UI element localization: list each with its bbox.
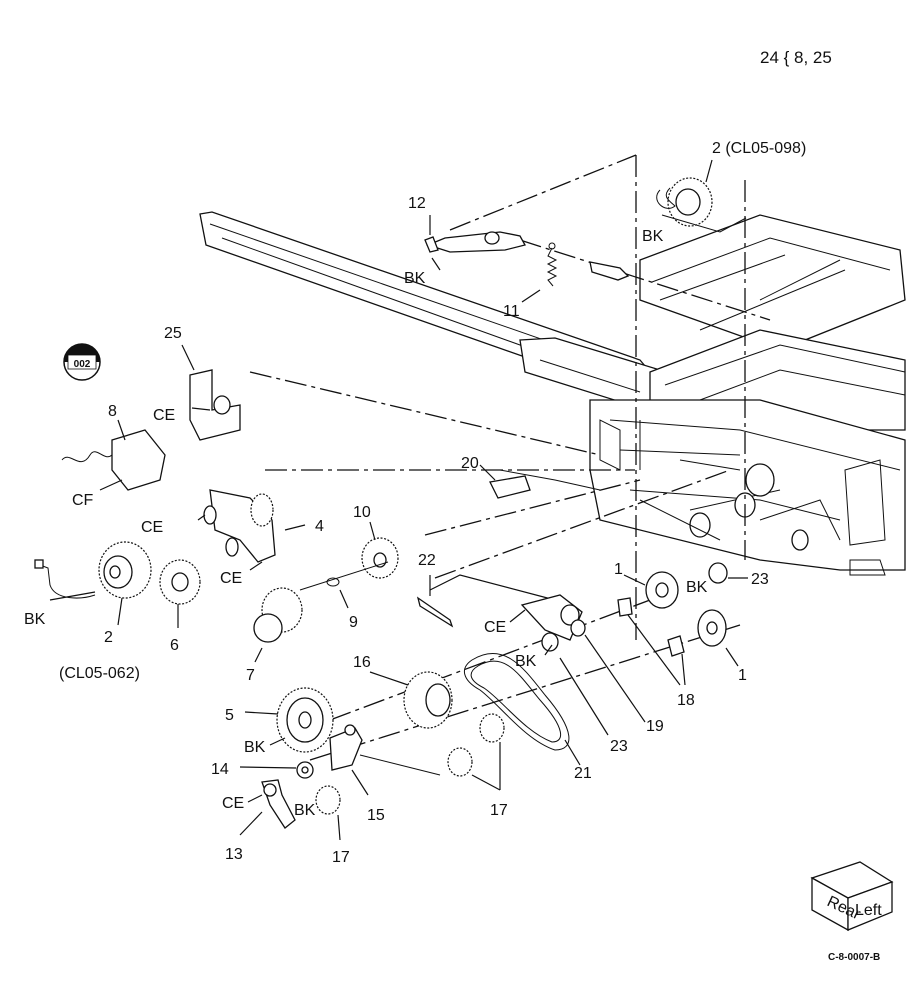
callout-9: 9 [349, 614, 358, 631]
callout-2-upper: 2 (CL05-098) [712, 140, 806, 157]
part-17-gears [315, 713, 505, 841]
callout-bk-12: BK [404, 270, 426, 287]
callout-25: 25 [164, 325, 182, 342]
part-23-bushing [541, 562, 748, 736]
part-14-washer [239, 761, 314, 779]
callout-23-lower: 23 [610, 738, 628, 755]
page-reference: 24 { 8, 25 [760, 48, 832, 67]
assembly-lines [249, 154, 771, 761]
part-11-spring [521, 242, 630, 303]
callout-ce-13: CE [222, 795, 244, 812]
part-12-lever [424, 215, 526, 271]
part-5-gear [244, 687, 334, 753]
part-18-clips [617, 597, 686, 686]
callout-bk-2-lower: BK [24, 611, 46, 628]
part-9-shaft [299, 561, 389, 609]
part-2-clutch-upper [656, 159, 747, 233]
callout-bk-23-lower: BK [515, 653, 537, 670]
part-15-arm [329, 724, 369, 796]
part-4-bracket [197, 489, 306, 571]
callout-labels: 2 (CL05-098) 12 BK 11 BK 25 CE 8 CF 20 C… [24, 140, 806, 866]
callout-ce-19: CE [484, 619, 506, 636]
callout-13: 13 [225, 846, 243, 863]
callout-bk-23: BK [686, 579, 708, 596]
callout-ce-25: CE [153, 407, 175, 424]
callout-5: 5 [225, 707, 234, 724]
tray-frame [199, 211, 906, 576]
part-1-rollers [623, 571, 739, 667]
part-16-gear [369, 671, 453, 729]
callout-4: 4 [315, 518, 324, 535]
callout-19: 19 [646, 718, 664, 735]
callout-22: 22 [418, 552, 436, 569]
callout-bk-5: BK [244, 739, 266, 756]
callout-1-upper: 1 [614, 561, 623, 578]
part-13-lever [239, 779, 296, 836]
callout-6: 6 [170, 637, 179, 654]
figure-code: C-8-0007-B [828, 952, 880, 963]
part-21-belt [464, 653, 581, 766]
cube-face-left: Left [855, 902, 882, 919]
callout-ce-4-upper: CE [141, 519, 163, 536]
part-25-bracket [181, 344, 241, 441]
callout-20: 20 [461, 455, 479, 472]
callout-21: 21 [574, 765, 592, 782]
callout-15: 15 [367, 807, 385, 824]
callout-17-upper: 17 [490, 802, 508, 819]
callout-7: 7 [246, 667, 255, 684]
orientation-cube: Rear Left [810, 861, 894, 932]
callout-17-lower: 17 [332, 849, 350, 866]
part-20-connector [479, 464, 601, 499]
callout-10: 10 [353, 504, 371, 521]
callout-14: 14 [211, 761, 229, 778]
callout-23-upper: 23 [751, 571, 769, 588]
callout-bk-2-upper: BK [642, 228, 664, 245]
part-10-gear [361, 521, 399, 579]
part-22-pin [416, 574, 556, 628]
callout-2-lower: 2 [104, 629, 113, 646]
part-7-pulley [253, 587, 303, 663]
part-8-sensor [61, 419, 166, 491]
callout-cf: CF [72, 492, 94, 509]
callout-1-lower: 1 [738, 667, 747, 684]
part-6-gear [159, 559, 201, 628]
callout-12: 12 [408, 195, 426, 212]
part-2-clutch-lower [34, 541, 152, 626]
callout-2-lower-code: (CL05-062) [59, 665, 140, 682]
part-19-bracket [509, 594, 646, 723]
circuit-badge: 002 [63, 343, 101, 381]
callout-bk-17: BK [294, 802, 316, 819]
callout-16: 16 [353, 654, 371, 671]
callout-18: 18 [677, 692, 695, 709]
callout-11: 11 [503, 303, 520, 320]
badge-label: 002 [74, 359, 91, 370]
callout-ce-4-lower: CE [220, 570, 242, 587]
callout-8: 8 [108, 403, 117, 420]
